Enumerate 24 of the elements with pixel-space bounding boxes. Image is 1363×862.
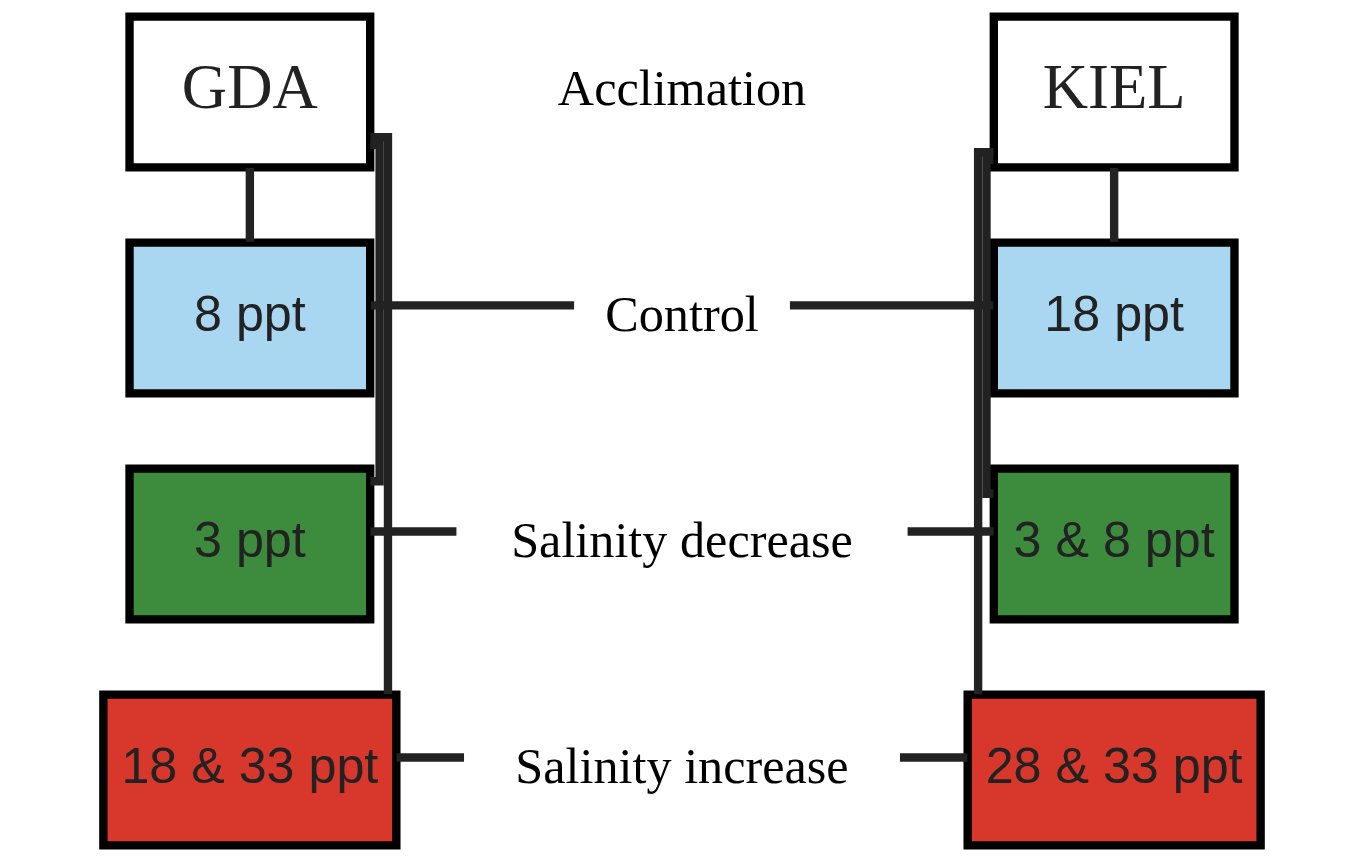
node-box: 28 & 33 ppt: [962, 690, 1265, 850]
connector: [973, 148, 994, 695]
node-text: Salinity increase: [514, 737, 849, 794]
node-box: 3 ppt: [124, 464, 374, 624]
connector: [370, 301, 574, 310]
connector: [1109, 167, 1118, 242]
node-text: Salinity decrease: [510, 511, 853, 568]
node-text: Control: [604, 285, 759, 342]
connector: [396, 753, 464, 762]
connector: [789, 301, 993, 310]
node-box: KIEL: [989, 12, 1239, 172]
connector: [907, 527, 994, 536]
node-box: 18 ppt: [989, 238, 1239, 398]
connector: [369, 527, 456, 536]
node-box: 8 ppt: [124, 238, 374, 398]
connector: [369, 140, 384, 486]
node-box: GDA: [124, 12, 374, 172]
connector: [245, 167, 254, 242]
label: Acclimation: [557, 59, 806, 116]
node-box: 3 & 8 ppt: [989, 464, 1239, 624]
connector: [370, 133, 392, 695]
node-box: 18 & 33 ppt: [98, 690, 401, 850]
connector: [981, 155, 993, 498]
connector: [899, 753, 967, 762]
